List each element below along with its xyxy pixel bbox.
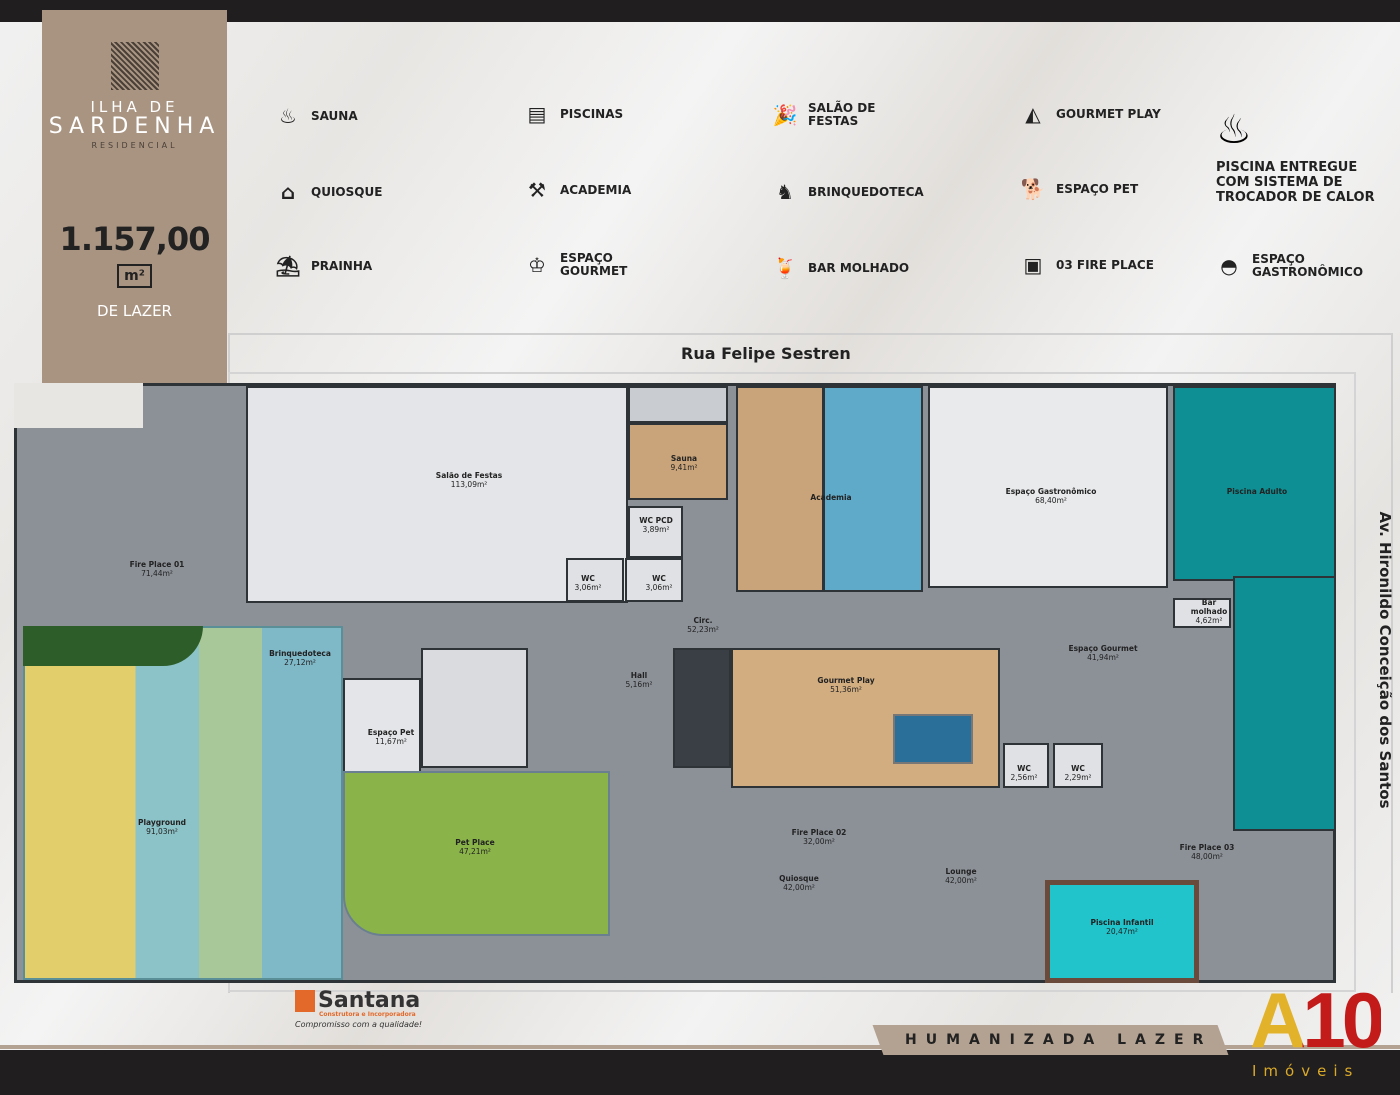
label-adulto: Piscina Adulto bbox=[1226, 487, 1288, 496]
room-salao bbox=[246, 386, 628, 603]
bottom-bar bbox=[0, 1050, 1400, 1095]
amenity-espaco-gastronomico: ◓ESPAÇO GASTRONÔMICO bbox=[1216, 253, 1363, 279]
kiosk-icon: ⌂ bbox=[280, 179, 296, 204]
planter bbox=[23, 626, 203, 666]
street-top: Rua Felipe Sestren bbox=[681, 344, 851, 363]
pet-icon: 🐕 bbox=[1020, 176, 1046, 201]
cloche-icon: ◓ bbox=[1220, 253, 1238, 278]
elevators bbox=[673, 648, 731, 768]
heated-pool-note: ♨ PISCINA ENTREGUE COM SISTEMA DE TROCAD… bbox=[1216, 100, 1391, 205]
chef-hat-icon: ♔ bbox=[528, 252, 546, 277]
leisure-caption: DE LAZER bbox=[97, 302, 172, 320]
footer-line bbox=[0, 1045, 1400, 1049]
room-sauna bbox=[628, 423, 728, 500]
amenity-gourmet-play: ◭GOURMET PLAY bbox=[1020, 101, 1161, 127]
room-pet bbox=[343, 678, 421, 788]
billiards-table bbox=[893, 714, 973, 764]
room-academia-wood bbox=[736, 386, 824, 592]
room-wc2 bbox=[625, 558, 683, 602]
dumbbell-icon: ⚒ bbox=[528, 177, 546, 202]
heated-pool-icon: ♨ bbox=[1216, 107, 1252, 153]
rocking-horse-icon: ♞ bbox=[776, 179, 794, 204]
top-bar bbox=[0, 0, 1400, 22]
amenity-brinquedoteca: ♞BRINQUEDOTECA bbox=[772, 179, 924, 205]
billiards-icon: ◭ bbox=[1025, 101, 1041, 126]
palm-logo-icon bbox=[110, 42, 159, 90]
pool-solarium bbox=[1233, 576, 1336, 831]
brand-sub: RESIDENCIAL bbox=[91, 141, 178, 150]
builder-logo-icon bbox=[295, 990, 315, 1012]
label-academia: Academia bbox=[810, 493, 852, 502]
amenity-sauna: ♨SAUNA bbox=[275, 103, 358, 129]
street-right: Av. Hironildo Conceição dos Santos bbox=[1376, 511, 1394, 809]
agency-sub: Imóveis bbox=[1252, 1062, 1360, 1080]
pool-infantil bbox=[1045, 880, 1199, 983]
sauna-icon: ♨ bbox=[279, 103, 297, 128]
amenity-espaco-gourmet: ♔ESPAÇO GOURMET bbox=[524, 252, 627, 278]
label-circ: Circ.52,23m² bbox=[687, 616, 719, 634]
pool-adulto bbox=[1173, 386, 1336, 581]
amenity-prainha: ⛱PRAINHA bbox=[275, 253, 373, 278]
playground bbox=[23, 626, 343, 980]
room-bar bbox=[1173, 598, 1231, 628]
amenity-quiosque: ⌂QUIOSQUE bbox=[275, 179, 383, 205]
pet-place bbox=[343, 771, 610, 936]
stairs bbox=[421, 648, 528, 768]
builder-tagline: Compromisso com a qualidade! bbox=[295, 1020, 423, 1029]
brand-name: SARDENHA bbox=[48, 114, 221, 139]
agency-logo: A10 bbox=[1250, 976, 1385, 1064]
pool-icon: ▤ bbox=[527, 101, 547, 126]
amenity-salao: 🎉SALÃO DE FESTAS bbox=[772, 101, 876, 128]
room-academia-blue bbox=[823, 386, 923, 592]
room-equipment bbox=[628, 386, 728, 423]
amenity-academia: ⚒ACADEMIA bbox=[524, 177, 631, 203]
brand-line1: ILHA DE bbox=[90, 98, 179, 116]
plan-cutout bbox=[14, 383, 143, 428]
amenity-espaco-pet: 🐕ESPAÇO PET bbox=[1020, 176, 1139, 201]
leisure-area-value: 1.157,00 bbox=[59, 220, 211, 258]
room-wcpcd bbox=[628, 506, 683, 558]
room-wc3 bbox=[1003, 743, 1049, 788]
ribbon-text: HUMANIZADA LAZER bbox=[905, 1032, 1213, 1048]
amenity-fire-place: ▣03 FIRE PLACE bbox=[1020, 252, 1154, 278]
room-gastronomico bbox=[928, 386, 1168, 588]
builder-subtitle: Construtora e Incorporadora bbox=[319, 1011, 416, 1018]
fireplace-icon: ▣ bbox=[1023, 252, 1043, 277]
amenity-bar-molhado: 🍹BAR MOLHADO bbox=[772, 255, 910, 280]
beach-icon: ⛱ bbox=[275, 253, 301, 278]
party-icon: 🎉 bbox=[772, 102, 798, 127]
room-wc1 bbox=[566, 558, 624, 602]
area-unit-icon: m² bbox=[117, 264, 152, 288]
room-wc4 bbox=[1053, 743, 1103, 788]
wet-bar-icon: 🍹 bbox=[772, 255, 798, 280]
brand-panel: ILHA DE SARDENHA RESIDENCIAL 1.157,00 m²… bbox=[42, 10, 227, 430]
amenity-piscinas: ▤PISCINAS bbox=[524, 101, 624, 127]
